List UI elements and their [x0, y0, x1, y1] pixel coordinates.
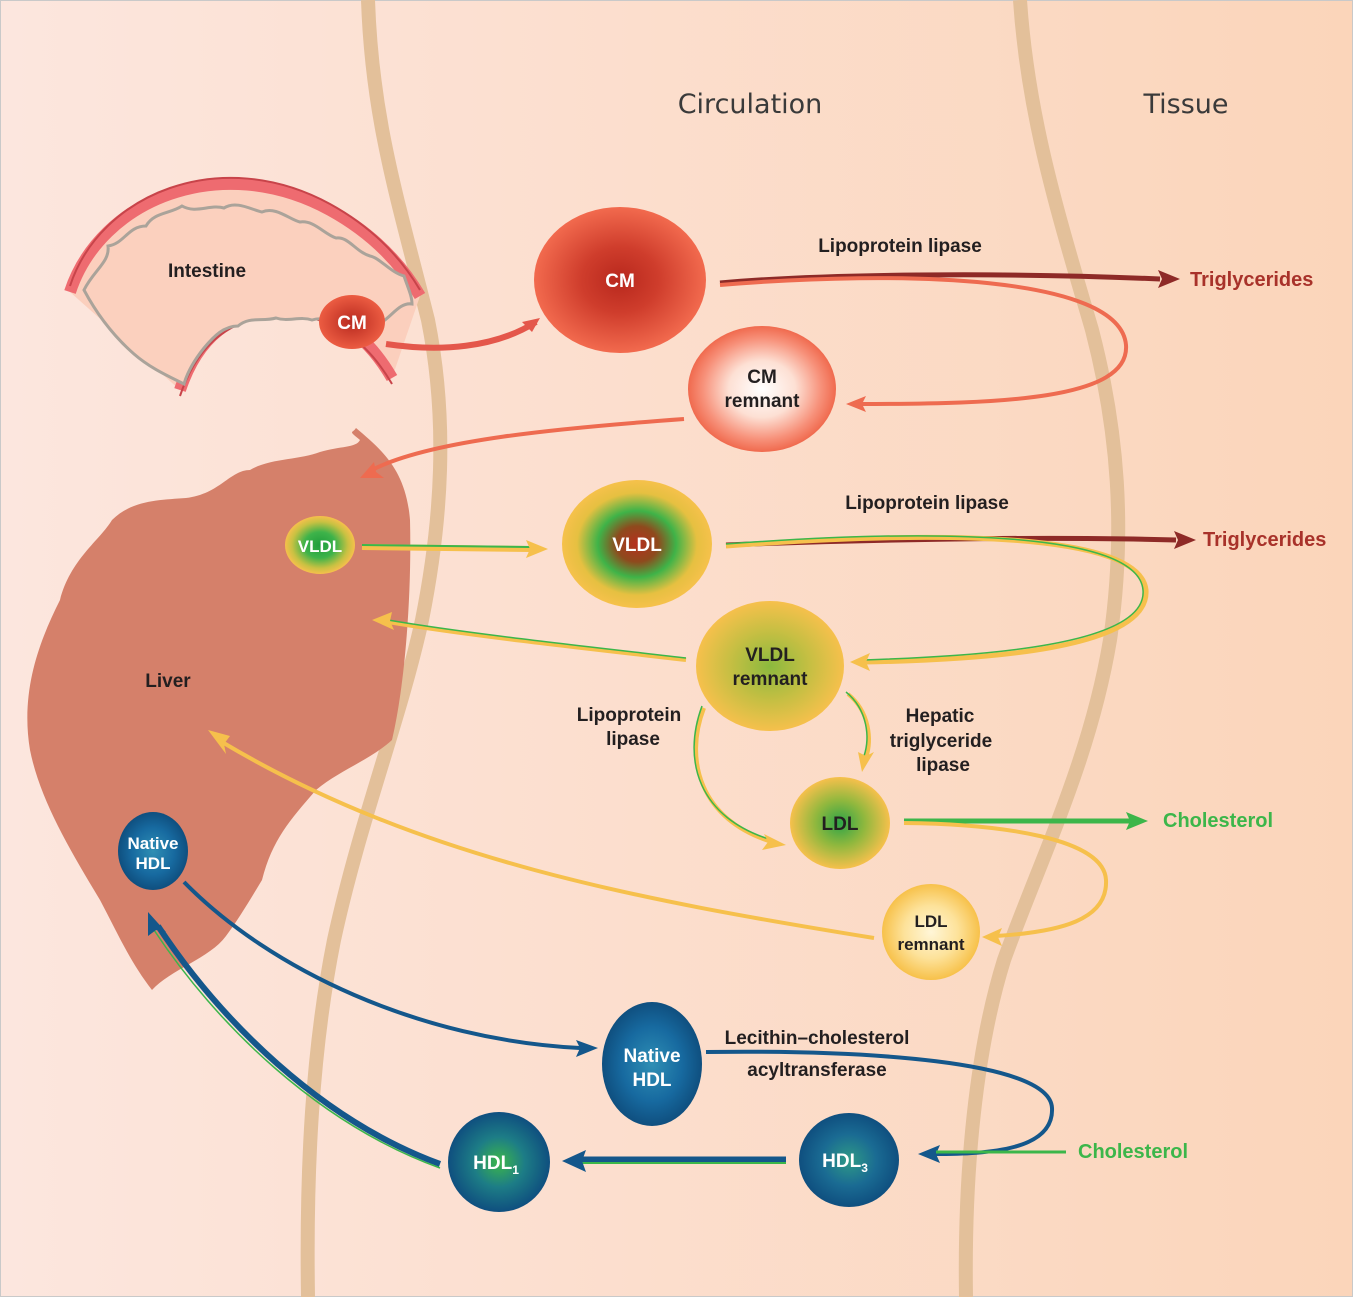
arrow-native-hdl-to-native-hdl-head	[576, 1040, 598, 1057]
enzyme-lpl-vldl: Lipoprotein lipase	[845, 493, 1009, 514]
arrow-vldl-remnant-to-liver-green	[387, 619, 687, 659]
native-hdl-label-line2: HDL	[632, 1070, 671, 1091]
arrow-cm-to-remnant-head	[846, 396, 866, 412]
arrow-ldl-to-ldl-remnant	[903, 821, 1109, 938]
native-hdl-liver-label-line1: Native	[127, 834, 178, 853]
cm-remnant-label-line2: remnant	[725, 391, 801, 412]
arrow-remnant-to-ldl-htgl-green	[845, 691, 868, 757]
arrow-liver-vldl-to-vldl	[361, 544, 531, 552]
arrow-hdl1-to-liver	[155, 924, 442, 1167]
intestine-label: Intestine	[168, 261, 246, 282]
cm-remnant-label-line1: CM	[747, 367, 777, 388]
vldl-liver-label: VLDL	[298, 537, 342, 556]
ldl-label: LDL	[822, 814, 859, 835]
native-hdl-liver-label-line2: HDL	[136, 854, 171, 873]
arrow-native-hdl-to-hdl3-head	[918, 1145, 940, 1163]
arrow-cm-remnant-to-liver-head	[360, 462, 384, 478]
intestine-illustration	[64, 176, 426, 397]
header-circulation: Circulation	[678, 89, 823, 120]
cm-intestine-label: CM	[337, 313, 367, 334]
vldl-liver-particle: VLDL	[285, 516, 355, 574]
arrow-remnant-to-ldl-htgl-head	[858, 752, 874, 772]
arrow-liver-vldl-to-vldl-inner	[361, 544, 531, 548]
arrow-remnant-to-ldl-lpl-head	[762, 834, 786, 850]
hdl1-subscript: 1	[512, 1163, 519, 1177]
ldl-remnant-label-line2: remnant	[897, 935, 964, 954]
hdl3-subscript: 3	[861, 1161, 868, 1175]
arrow-vldl-remnant-to-liver-head	[372, 612, 394, 630]
enzyme-lcat-line2: acyltransferase	[747, 1060, 886, 1081]
arrow-ldl-to-cholesterol-head	[1126, 812, 1148, 830]
product-triglycerides-vldl: Triglycerides	[1203, 529, 1326, 551]
liver-label: Liver	[145, 671, 191, 692]
arrow-native-hdl-to-native-hdl	[182, 880, 581, 1050]
arrow-vldl-to-triglycerides-head	[1174, 531, 1196, 549]
arrow-native-hdl-to-hdl3	[705, 1049, 1055, 1156]
native-hdl-liver-particle: Native HDL	[118, 812, 188, 890]
arrow-remnant-to-ldl-lpl-green	[693, 705, 773, 841]
vldl-particle: VLDL	[562, 480, 712, 608]
arrow-hdl1-to-liver-head	[148, 912, 166, 936]
enzyme-lpl-remnant-line2: lipase	[606, 729, 660, 750]
arrow-liver-vldl-to-vldl-head	[526, 540, 548, 558]
ldl-remnant-label-line1: LDL	[914, 912, 947, 931]
product-cholesterol-ldl: Cholesterol	[1163, 810, 1273, 832]
native-hdl-label-line1: Native	[623, 1046, 680, 1067]
arrow-hdl3-to-hdl1-head	[562, 1150, 586, 1172]
arrow-ldl-remnant-to-liver	[220, 740, 875, 940]
arrow-ldl-remnant-to-liver-head	[208, 730, 230, 754]
hdl1-label: HDL1	[473, 1153, 519, 1177]
native-hdl-particle: Native HDL	[602, 1002, 702, 1126]
enzyme-lpl-cm: Lipoprotein lipase	[818, 236, 982, 257]
enzyme-htgl-line2: triglyceride	[890, 731, 992, 752]
cm-label: CM	[605, 271, 635, 292]
arrow-intestine-to-cm	[385, 319, 538, 351]
header-tissue: Tissue	[1142, 89, 1228, 120]
arrow-vldl-to-remnant-green	[725, 535, 1144, 661]
arrow-remnant-to-ldl-lpl	[694, 707, 773, 844]
arrow-cm-remnant-to-liver	[371, 417, 685, 472]
vldl-remnant-label-line1: VLDL	[745, 645, 795, 666]
arrow-hdl1-to-liver-green	[153, 929, 441, 1169]
product-cholesterol-hdl: Cholesterol	[1078, 1141, 1188, 1163]
hdl3-particle: HDL3	[799, 1113, 899, 1207]
arrow-cm-to-remnant	[719, 276, 1129, 406]
product-triglycerides-cm: Triglycerides	[1190, 269, 1313, 291]
enzyme-htgl-line3: lipase	[916, 755, 970, 776]
arrow-intestine-to-cm-head	[522, 318, 540, 332]
vldl-label: VLDL	[612, 535, 662, 556]
hdl1-particle: HDL1	[448, 1112, 550, 1212]
arrow-vldl-to-remnant-head	[850, 653, 870, 671]
enzyme-htgl-line1: Hepatic	[906, 706, 975, 727]
ldl-remnant-particle: LDL remnant	[882, 884, 980, 980]
arrow-cm-to-triglycerides-head	[1158, 270, 1180, 288]
hdl3-label: HDL3	[822, 1151, 868, 1175]
cm-intestine-particle: CM	[319, 295, 385, 349]
enzyme-lpl-remnant-line1: Lipoprotein	[577, 705, 681, 726]
arrow-vldl-to-remnant	[725, 534, 1149, 665]
vldl-remnant-particle: VLDL remnant	[696, 601, 844, 731]
cm-remnant-particle: CM remnant	[688, 326, 836, 452]
membrane-right	[958, 0, 1126, 1297]
ldl-particle: LDL	[790, 777, 890, 869]
arrow-ldl-to-ldl-remnant-head	[982, 928, 1002, 946]
arrow-vldl-remnant-to-liver	[387, 620, 687, 662]
vldl-remnant-label-line2: remnant	[733, 669, 809, 690]
cm-particle: CM	[534, 207, 706, 353]
enzyme-lcat-line1: Lecithin–cholesterol	[725, 1028, 910, 1049]
membrane-left	[300, 0, 448, 1297]
